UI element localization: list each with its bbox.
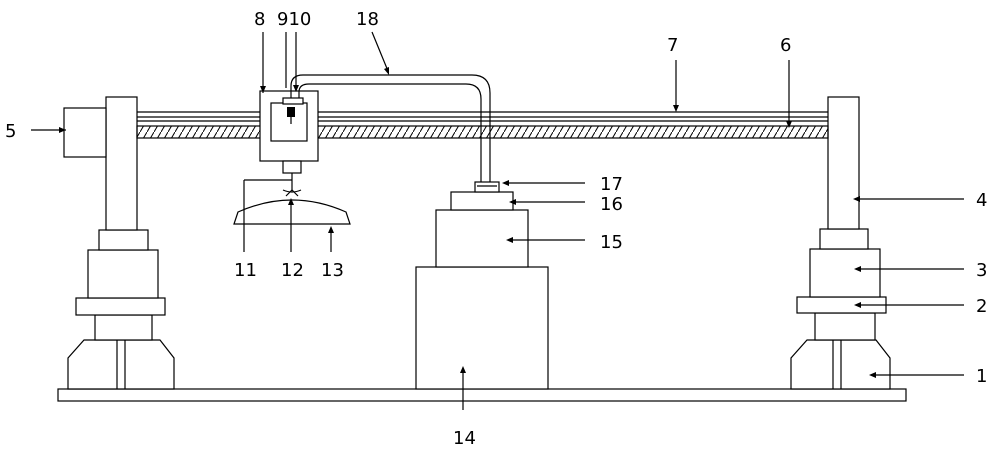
left-support (63, 96, 175, 390)
housing-15 (435, 209, 529, 268)
part-9 (282, 97, 304, 105)
label-17: 17 (600, 174, 623, 195)
base-plate (57, 388, 907, 402)
carriage-stem (282, 160, 302, 174)
pump-assembly (415, 181, 549, 390)
hose-18 (290, 74, 491, 182)
right-support (790, 96, 891, 390)
label-14: 14 (453, 428, 476, 449)
right-lower-block (814, 312, 876, 341)
leaders (31, 31, 964, 410)
cap-16 (450, 191, 514, 211)
label-6: 6 (780, 35, 791, 56)
left-cylinder-cap (98, 229, 149, 251)
left-flange (75, 297, 166, 316)
beam-assembly (136, 111, 829, 139)
label-8: 8 (254, 9, 265, 30)
label-12: 12 (281, 260, 304, 281)
label-2: 2 (976, 296, 987, 317)
right-column-4 (827, 96, 860, 230)
right-cylinder-cap (819, 228, 869, 250)
left-lower-block (94, 314, 153, 341)
label-15: 15 (600, 232, 623, 253)
label-16: 16 (600, 194, 623, 215)
label-4: 4 (976, 190, 987, 211)
base-box-14 (415, 266, 549, 390)
label-3: 3 (976, 260, 987, 281)
right-cylinder-3 (809, 248, 881, 298)
label-1: 1 (976, 366, 987, 387)
carriage-8 (259, 90, 319, 193)
motor-5 (63, 107, 107, 158)
part-10 (287, 107, 295, 117)
label-13: 13 (321, 260, 344, 281)
label-9-10: 910 (277, 9, 311, 30)
connector-17 (474, 181, 500, 193)
label-18: 18 (356, 9, 379, 30)
left-foot (67, 339, 175, 390)
label-11: 11 (234, 260, 257, 281)
label-7: 7 (667, 35, 678, 56)
left-cylinder (87, 249, 159, 299)
left-column (105, 96, 138, 231)
lead-screw-6 (136, 125, 829, 139)
label-5: 5 (5, 121, 16, 142)
